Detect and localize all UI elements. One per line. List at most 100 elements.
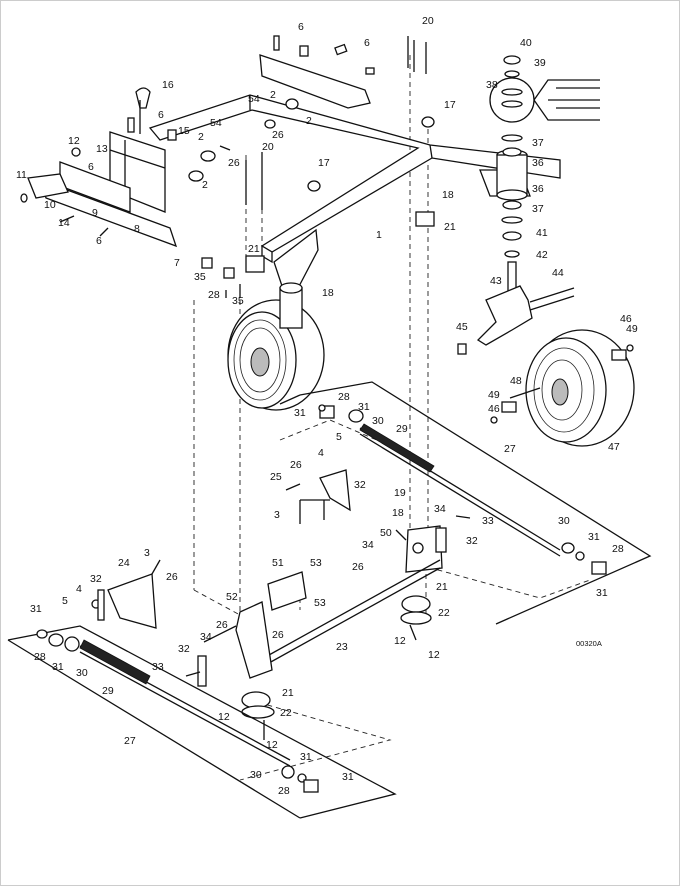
callout-34: 34 xyxy=(200,631,212,643)
callout-28: 28 xyxy=(208,289,220,301)
callout-7: 7 xyxy=(174,257,180,269)
callout-52: 52 xyxy=(226,591,238,603)
callout-49: 49 xyxy=(488,389,500,401)
callout-1: 1 xyxy=(376,229,382,241)
callout-28: 28 xyxy=(612,543,624,555)
callout-9: 9 xyxy=(92,207,98,219)
callout-38: 38 xyxy=(486,79,498,91)
callout-35: 35 xyxy=(194,271,206,283)
callout-48: 48 xyxy=(510,375,522,387)
callout-27: 27 xyxy=(124,735,136,747)
callout-18: 18 xyxy=(322,287,334,299)
callout-12: 12 xyxy=(428,649,440,661)
callout-29: 29 xyxy=(396,423,408,435)
callout-18: 18 xyxy=(442,189,454,201)
callout-50: 50 xyxy=(380,527,392,539)
callout-32: 32 xyxy=(178,643,190,655)
callout-2: 2 xyxy=(202,179,208,191)
callout-10: 10 xyxy=(44,199,56,211)
callout-19: 19 xyxy=(394,487,406,499)
callout-30: 30 xyxy=(558,515,570,527)
callout-34: 34 xyxy=(362,539,374,551)
callout-2: 2 xyxy=(270,89,276,101)
callout-12: 12 xyxy=(266,739,278,751)
callout-15: 15 xyxy=(178,125,190,137)
callout-47: 47 xyxy=(608,441,620,453)
callout-17: 17 xyxy=(444,99,456,111)
left-wheel xyxy=(227,282,325,411)
callout-30: 30 xyxy=(76,667,88,679)
callout-6: 6 xyxy=(364,37,370,49)
callout-25: 25 xyxy=(270,471,282,483)
callout-26: 26 xyxy=(272,629,284,641)
callout-31: 31 xyxy=(30,603,42,615)
callout-26: 26 xyxy=(290,459,302,471)
callout-31: 31 xyxy=(300,751,312,763)
callout-28: 28 xyxy=(278,785,290,797)
callout-53: 53 xyxy=(314,597,326,609)
callout-31: 31 xyxy=(342,771,354,783)
callout-28: 28 xyxy=(34,651,46,663)
callout-4: 4 xyxy=(318,447,324,459)
callout-44: 44 xyxy=(552,267,564,279)
callout-24: 24 xyxy=(118,557,130,569)
callout-49: 49 xyxy=(626,323,638,335)
callout-31: 31 xyxy=(52,661,64,673)
callout-12: 12 xyxy=(218,711,230,723)
callout-20: 20 xyxy=(422,15,434,27)
callout-5: 5 xyxy=(336,431,342,443)
callout-31: 31 xyxy=(596,587,608,599)
callout-17: 17 xyxy=(318,157,330,169)
callout-3: 3 xyxy=(274,509,280,521)
callout-6: 6 xyxy=(96,235,102,247)
callout-43: 43 xyxy=(490,275,502,287)
callout-4: 4 xyxy=(76,583,82,595)
callout-30: 30 xyxy=(372,415,384,427)
callout-40: 40 xyxy=(520,37,532,49)
callout-30: 30 xyxy=(250,769,262,781)
left-bracket xyxy=(91,559,237,687)
callout-2: 2 xyxy=(198,131,204,143)
callout-51: 51 xyxy=(272,557,284,569)
callout-32: 32 xyxy=(354,479,366,491)
callout-21: 21 xyxy=(436,581,448,593)
right-torsion-rod xyxy=(279,381,652,625)
callout-26: 26 xyxy=(272,129,284,141)
callout-12: 12 xyxy=(394,635,406,647)
callout-12: 12 xyxy=(68,135,80,147)
callout-21: 21 xyxy=(248,243,260,255)
callout-18: 18 xyxy=(392,507,404,519)
callout-28: 28 xyxy=(338,391,350,403)
callout-34: 34 xyxy=(434,503,446,515)
callout-46: 46 xyxy=(488,403,500,415)
callout-45: 45 xyxy=(456,321,468,333)
callout-3: 3 xyxy=(144,547,150,559)
callout-37: 37 xyxy=(532,203,544,215)
callout-31: 31 xyxy=(588,531,600,543)
callout-13: 13 xyxy=(96,143,108,155)
callout-6: 6 xyxy=(158,109,164,121)
callout-54: 54 xyxy=(210,117,222,129)
hardware xyxy=(20,35,435,298)
callout-29: 29 xyxy=(102,685,114,697)
callout-54: 54 xyxy=(248,93,260,105)
callout-5: 5 xyxy=(62,595,68,607)
callout-21: 21 xyxy=(444,221,456,233)
callout-39: 39 xyxy=(534,57,546,69)
callout-20: 20 xyxy=(262,141,274,153)
caster-stack xyxy=(457,55,600,355)
drawing-code: 00320A xyxy=(576,639,602,648)
callout-32: 32 xyxy=(466,535,478,547)
callout-14: 14 xyxy=(58,217,70,229)
callout-22: 22 xyxy=(280,707,292,719)
callout-11: 11 xyxy=(16,169,27,181)
callout-41: 41 xyxy=(536,227,548,239)
left-torsion-rod xyxy=(7,625,397,819)
callout-36: 36 xyxy=(532,183,544,195)
callout-26: 26 xyxy=(228,157,240,169)
main-frame xyxy=(27,54,561,293)
callout-42: 42 xyxy=(536,249,548,261)
callout-46: 46 xyxy=(620,313,632,325)
callout-22: 22 xyxy=(438,607,450,619)
